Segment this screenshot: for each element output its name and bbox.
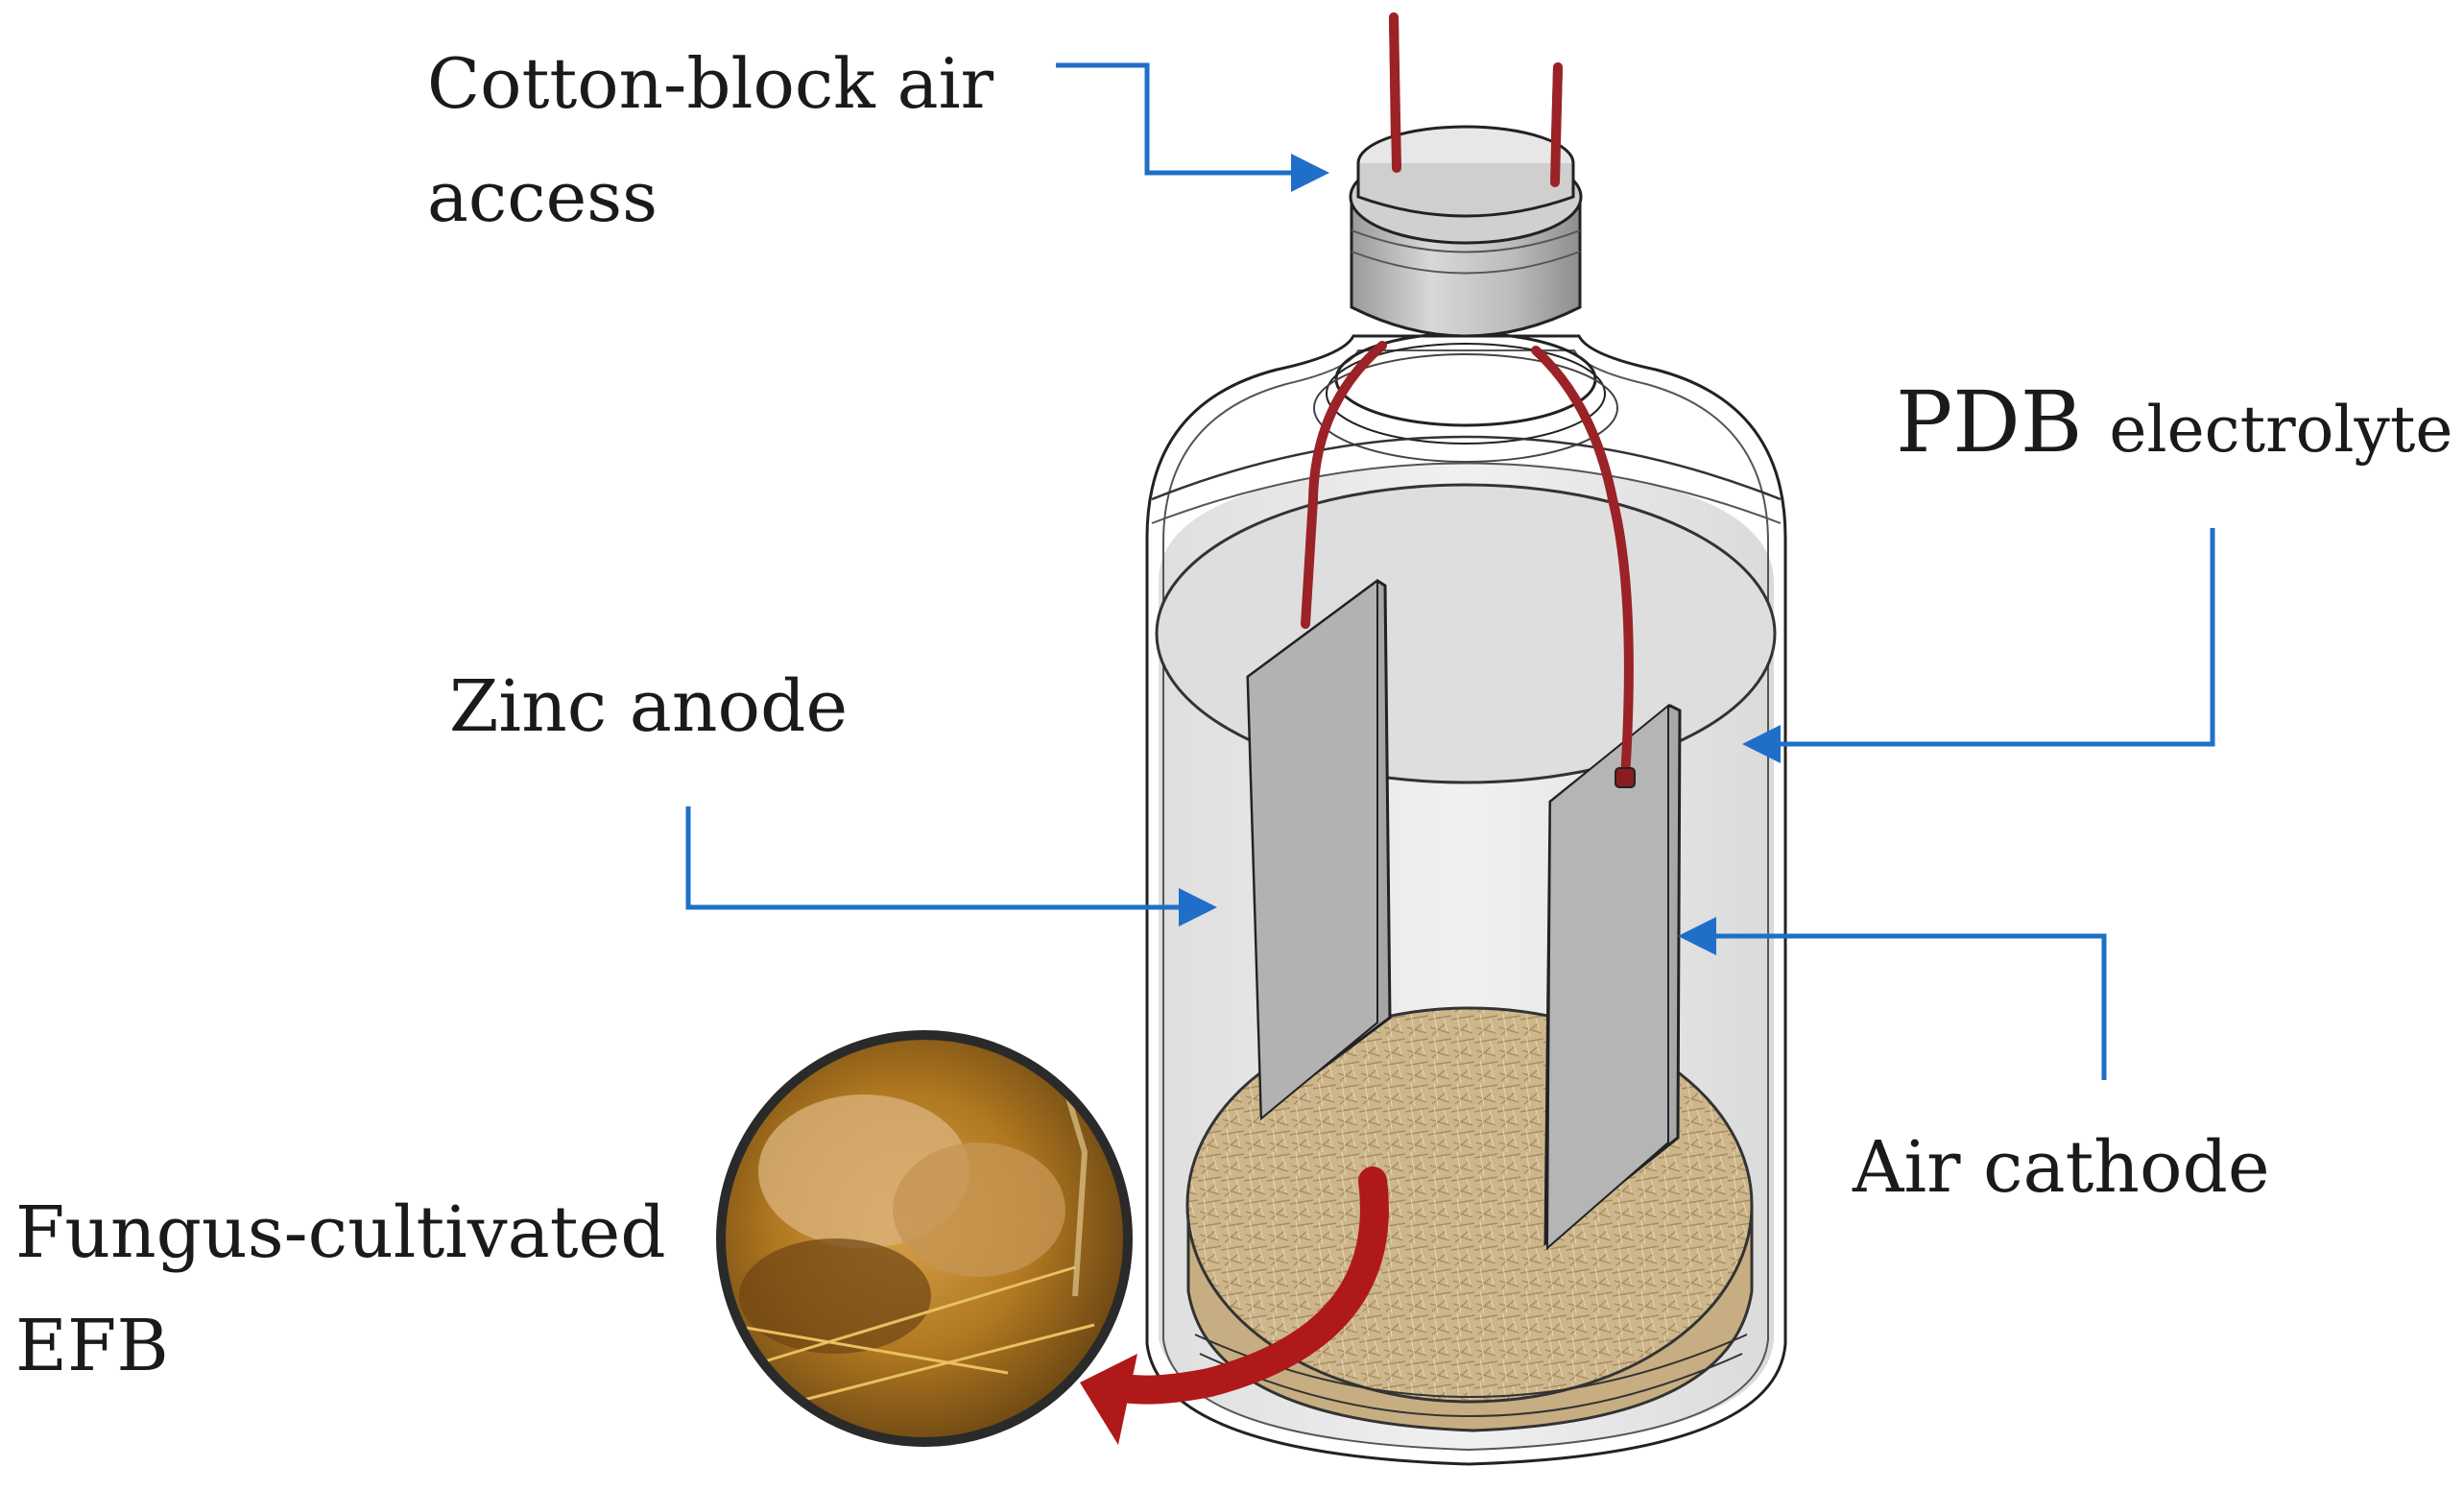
callout-arrowheads (1179, 154, 1781, 955)
label-cotton-line2: access (427, 156, 658, 237)
label-fungus-efb: Fungus-cultivated EFB (15, 1176, 666, 1403)
efb-photo-inset (716, 1030, 1133, 1447)
callout-lines (685, 62, 2215, 1080)
wire-tops (1389, 12, 1563, 187)
label-pdb-rest: electrolyte (2109, 393, 2453, 467)
label-zinc-anode: Zinc anode (449, 665, 849, 748)
label-cotton-line1: Cotton-block air (427, 43, 994, 124)
air-cathode-plate (1543, 703, 1682, 1251)
label-air-cathode: Air cathode (1853, 1126, 2270, 1209)
cotton-block-cap-icon (1349, 125, 1583, 338)
label-pdb-main: PDB (1896, 373, 2083, 471)
label-fungus-line1: Fungus-cultivated (15, 1191, 666, 1274)
label-cotton-block: Cotton-block air access (427, 27, 993, 253)
label-fungus-line2: EFB (15, 1305, 169, 1387)
red-curved-arrow (1080, 1166, 1389, 1445)
connector-clip (1615, 767, 1636, 788)
label-pdb-electrolyte: PDB electrolyte (1896, 370, 2452, 475)
zinc-anode-plate (1246, 579, 1392, 1121)
